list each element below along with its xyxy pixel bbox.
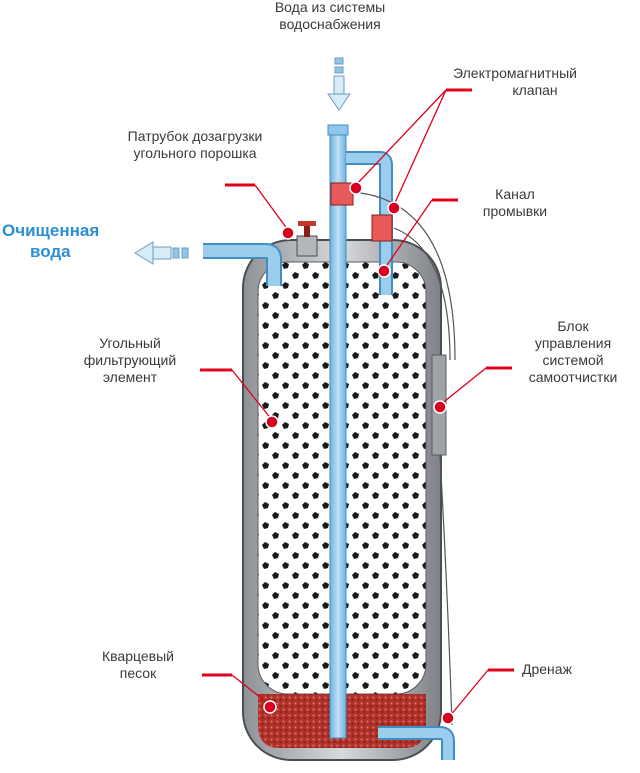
label-purified-water: Очищенная вода xyxy=(2,221,100,261)
refill-nozzle xyxy=(296,221,318,257)
label-refill-pipe: Патрубок дозагрузки угольного порошка xyxy=(127,128,263,161)
marker-dot-icon xyxy=(281,226,295,240)
marker-dot-icon xyxy=(377,264,391,278)
marker-dot-icon xyxy=(387,201,401,215)
label-water-source: Вода из системы водоснабжения xyxy=(274,0,386,32)
drain-pipe xyxy=(378,726,455,760)
marker-dot-icon xyxy=(441,711,455,725)
marker-dot-icon xyxy=(265,415,279,429)
control-wires xyxy=(351,191,456,726)
label-control-unit: Блок управления системой самоотчистки xyxy=(528,318,618,385)
solenoid-valve-assembly xyxy=(330,151,393,295)
arrow-down-icon xyxy=(327,57,351,111)
arrow-left-icon xyxy=(134,241,189,265)
outlet-pipe xyxy=(203,243,282,286)
marker-dot-icon xyxy=(349,181,363,195)
markers xyxy=(263,181,455,725)
central-pipe xyxy=(327,124,349,739)
label-flush-channel: Канал промывки xyxy=(482,186,548,219)
marker-dot-icon xyxy=(433,400,447,414)
label-solenoid-valve: Электромагнитный клапан xyxy=(453,65,577,98)
label-quartz-sand: Кварцевый песок xyxy=(102,648,174,681)
label-carbon-element: Угольный фильтрующий элемент xyxy=(83,335,177,385)
valve-flush xyxy=(371,214,393,242)
leader-lines xyxy=(200,88,514,717)
label-drain: Дренаж xyxy=(522,661,572,677)
marker-dot-icon xyxy=(263,700,277,714)
